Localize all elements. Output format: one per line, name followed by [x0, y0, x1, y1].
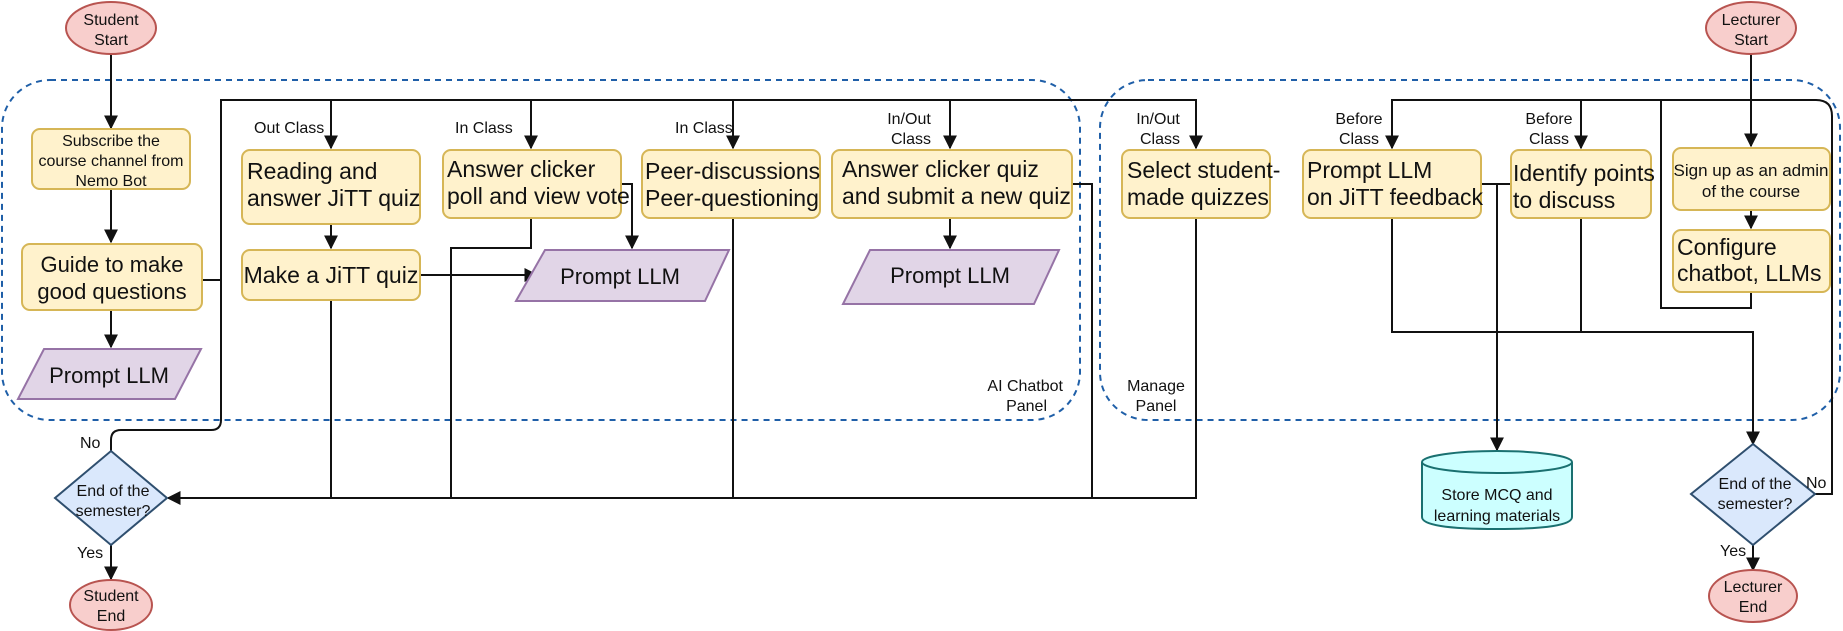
prompt-llm-box-2: Prompt LLM [514, 249, 731, 302]
label-in-class-1: In Class [455, 120, 513, 137]
svg-text:Prompt LLM: Prompt LLM [890, 263, 1010, 288]
student-yes-label: Yes [77, 545, 103, 562]
prompt-llm-box-1: Prompt LLM [16, 348, 203, 400]
select-quizzes-box: Select student-made quizzes [1121, 149, 1280, 219]
manage-panel [1099, 79, 1841, 421]
connectors [104, 54, 1833, 581]
prompt-llm-box-3: Prompt LLM [841, 249, 1061, 305]
edge-clicker-return [1072, 183, 1093, 498]
lecturer-no-label: No [1806, 475, 1827, 492]
edge-configure-loop [1385, 99, 1752, 309]
edge-decision-no-loop [110, 99, 1203, 451]
make-jitt-quiz-box: Make a JiTT quiz [241, 249, 421, 301]
svg-text:Select student-made quizzes: Select student-made quizzes [1127, 157, 1280, 210]
edge-return-bus [166, 218, 1197, 505]
svg-text:Prompt LLM: Prompt LLM [560, 264, 680, 289]
edge-ldecision-no [1661, 99, 1833, 495]
lecturer-yes-label: Yes [1720, 543, 1746, 560]
edge-poll-return [450, 218, 532, 498]
svg-text:Make a JiTT quiz: Make a JiTT quiz [244, 262, 419, 288]
student-no-label: No [80, 435, 101, 452]
ai-chatbot-panel [1, 79, 1081, 421]
label-in-class-2: In Class [675, 120, 733, 137]
label-out-class: Out Class [254, 120, 324, 137]
svg-text:Prompt LLM: Prompt LLM [49, 363, 169, 388]
edge-prompt-jitt-down [1391, 218, 1760, 446]
